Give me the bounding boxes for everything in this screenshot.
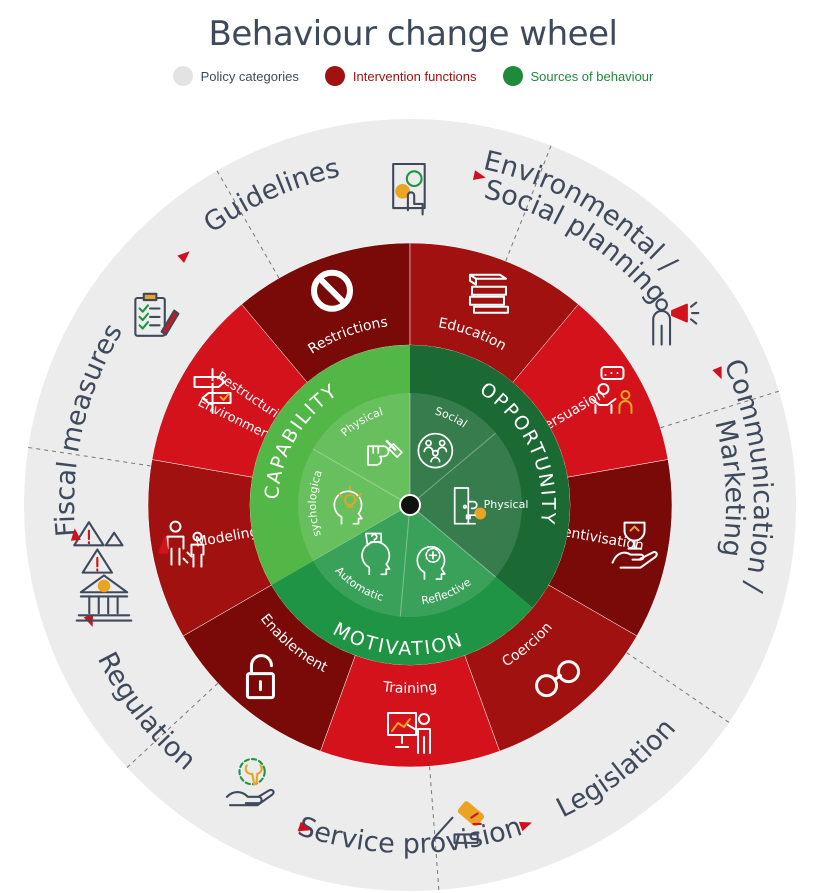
legend-label: Policy categories [200, 68, 299, 84]
people-modeling-icon [158, 520, 205, 568]
intervention-segment: Training [320, 655, 500, 768]
trophy-hand-icon [611, 521, 658, 569]
intervention-segment: Persuasion [512, 303, 669, 478]
presentation-icon [387, 712, 431, 754]
head-brain-icon [416, 545, 446, 580]
legend-swatch [324, 66, 345, 86]
legend: Policy categories Intervention functions… [0, 66, 826, 86]
door-key-icon [453, 487, 487, 525]
source-inner-wedge [313, 505, 496, 617]
prohibition-icon [311, 269, 354, 312]
people-group-icon [417, 432, 454, 469]
hand-wrench-icon [225, 757, 275, 807]
source-inner-wedge [410, 393, 522, 577]
megaphone-person-icon [652, 298, 700, 346]
sub-source-label: Physical [484, 498, 529, 511]
arrow-icon [472, 170, 486, 180]
fist-dumbbell-icon [367, 439, 403, 466]
source-inner-wedge [298, 393, 410, 561]
sub-divider [409, 432, 497, 506]
wheel-hub [399, 494, 421, 516]
document-gears-icon [392, 162, 426, 216]
gavel-icon [432, 801, 485, 844]
speaking-person-icon [590, 366, 633, 414]
legend-item-policy: Policy categories [172, 66, 299, 86]
bank-icon [75, 574, 133, 622]
legend-label: Intervention functions [352, 68, 477, 84]
intervention-segment: Enablement [182, 584, 356, 752]
legend-label: Sources of behaviour [530, 68, 654, 84]
arrow-icon [518, 821, 532, 832]
intervention-label: Training [381, 679, 438, 697]
arrow-icon [297, 821, 311, 832]
warning-signs-icon [73, 521, 124, 574]
intervention-segment: Education [409, 242, 579, 383]
head-lightbulb-icon [333, 485, 363, 525]
handcuffs-icon [535, 660, 581, 698]
head-question-icon [361, 532, 391, 576]
legend-swatch [172, 66, 193, 86]
books-icon [468, 273, 509, 314]
arrow-icon [712, 366, 722, 380]
sub-divider [399, 504, 411, 617]
arrow-icon [70, 528, 81, 541]
signpost-icon [193, 368, 232, 414]
sub-divider [409, 504, 497, 578]
arrow-icon [177, 251, 190, 264]
clipboard-checklist-icon [134, 292, 180, 337]
sub-divider [312, 448, 411, 506]
open-padlock-icon [245, 654, 275, 700]
source-wedge [250, 345, 410, 585]
legend-item-sources: Sources of behaviour [502, 66, 654, 86]
page-title: Behaviour change wheel [208, 14, 618, 54]
legend-item-interventions: Intervention functions [324, 66, 477, 86]
source-wedge [410, 345, 571, 608]
legend-swatch [502, 66, 523, 86]
source-wedge [271, 505, 533, 666]
